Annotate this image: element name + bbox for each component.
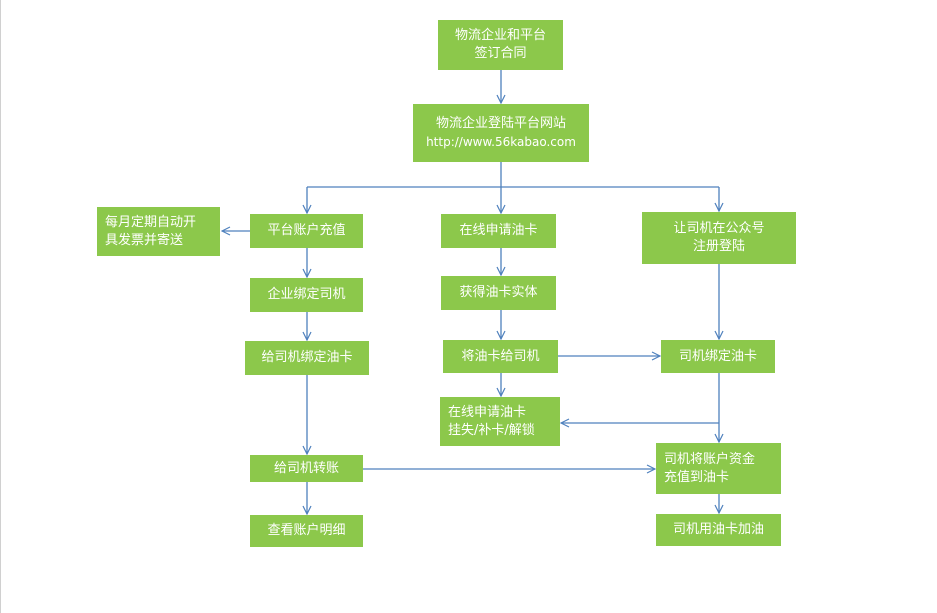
node-text: 获得油卡实体 xyxy=(459,285,538,300)
node-url: http://www.56kabao.com xyxy=(426,135,576,149)
node-invoice: 每月定期自动开具发票并寄送 xyxy=(97,207,220,256)
node-text: 具发票并寄送 xyxy=(105,232,184,248)
node-text: 给司机绑定油卡 xyxy=(261,350,353,365)
node-driver-topup: 司机将账户资金充值到油卡 xyxy=(656,443,781,494)
node-text: 司机将账户资金 xyxy=(664,451,756,467)
node-text: 司机用油卡加油 xyxy=(672,522,764,537)
node-contract: 物流企业和平台签订合同 xyxy=(438,20,563,70)
node-get-card: 获得油卡实体 xyxy=(441,276,556,310)
node-transfer: 给司机转账 xyxy=(250,455,363,482)
node-text: 查看账户明细 xyxy=(267,523,346,538)
node-bind-card-for-driver: 给司机绑定油卡 xyxy=(245,341,369,375)
node-text: 平台账户充值 xyxy=(267,223,346,238)
node-text: 物流企业和平台 xyxy=(454,28,546,43)
node-give-card: 将油卡给司机 xyxy=(443,340,558,373)
node-text: 挂失/补卡/解锁 xyxy=(448,422,535,438)
node-text: 签订合同 xyxy=(474,46,527,61)
node-text: 给司机转账 xyxy=(273,460,339,476)
node-text: 让司机在公众号 xyxy=(673,221,765,236)
node-refuel: 司机用油卡加油 xyxy=(656,514,781,546)
node-driver-register: 让司机在公众号注册登陆 xyxy=(642,212,796,264)
node-bind-driver: 企业绑定司机 xyxy=(250,278,363,312)
node-login: 物流企业登陆平台网站 http://www.56kabao.com xyxy=(413,104,589,162)
node-text: 注册登陆 xyxy=(692,239,745,254)
node-text: 充值到油卡 xyxy=(664,469,730,485)
node-text: 将油卡给司机 xyxy=(461,348,540,364)
node-text: 每月定期自动开 xyxy=(105,214,197,230)
node-recharge: 平台账户充值 xyxy=(250,214,363,248)
node-text: 在线申请油卡 xyxy=(459,223,538,238)
node-card-service: 在线申请油卡挂失/补卡/解锁 xyxy=(440,397,560,446)
node-apply-card: 在线申请油卡 xyxy=(441,214,556,248)
node-text: 司机绑定油卡 xyxy=(678,348,757,364)
node-text: 企业绑定司机 xyxy=(267,287,346,302)
node-view-details: 查看账户明细 xyxy=(250,515,363,547)
node-driver-bind-card: 司机绑定油卡 xyxy=(661,340,775,373)
node-text: 在线申请油卡 xyxy=(448,404,527,420)
node-text: 物流企业登陆平台网站 xyxy=(435,116,566,131)
